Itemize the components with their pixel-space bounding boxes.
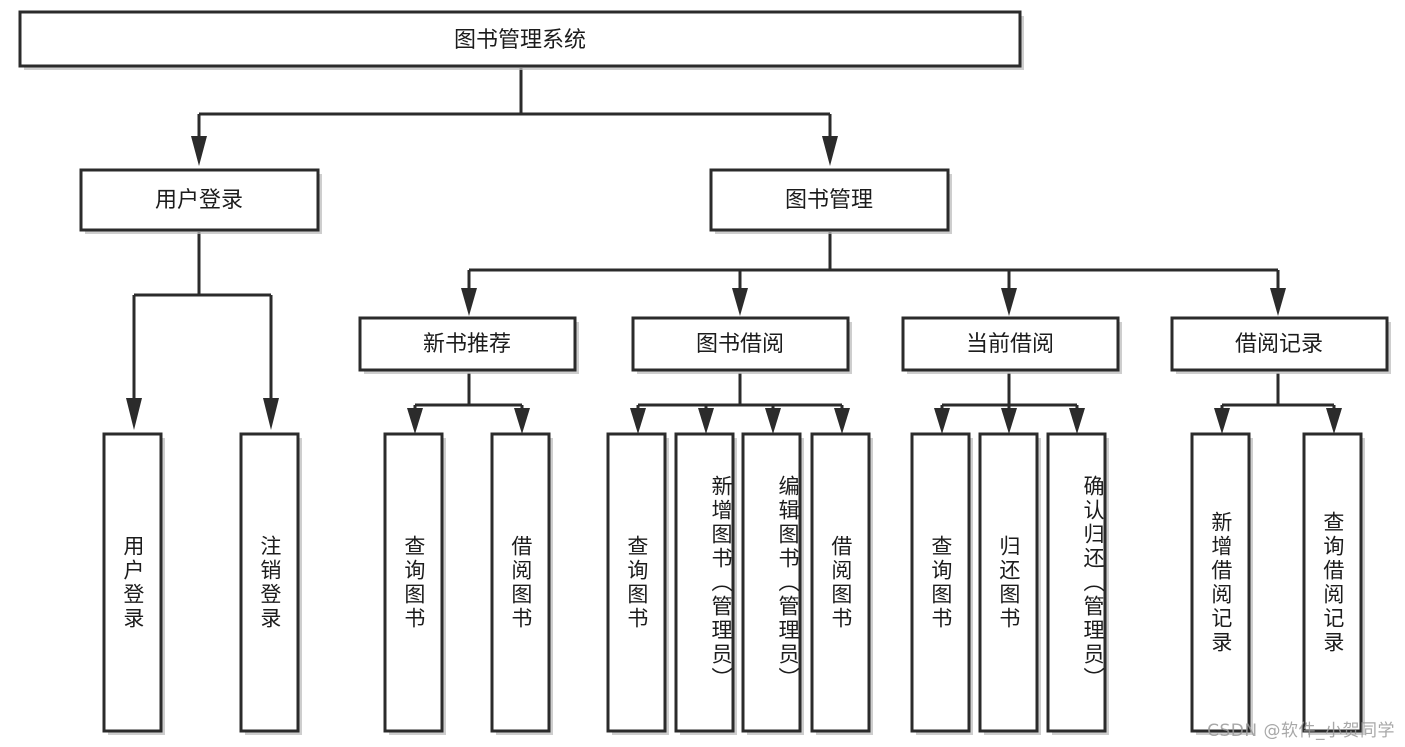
arrowhead-leaf-logout	[263, 398, 279, 430]
current-borrow-label: 当前借阅	[966, 332, 1054, 357]
node-new-book-recommend[interactable]: 新书推荐	[358, 316, 579, 374]
connector-group-newbook-to-leaves	[407, 373, 530, 434]
user-login-box	[79, 168, 320, 232]
connector-group-userlogin-to-leaves	[126, 232, 279, 430]
leaf-box-bb-borrow[interactable]	[810, 432, 871, 733]
node-book-manage[interactable]: 图书管理	[709, 168, 952, 234]
arrowhead-leaf-bb-borrow	[834, 408, 850, 434]
arrowhead-leaf-cb-return	[1001, 408, 1017, 434]
leaf-boxes-new-book	[383, 432, 553, 735]
arrowhead-leaf-br-query	[1326, 408, 1342, 434]
arrowhead-borrow-records	[1270, 288, 1286, 316]
arrowhead-new-book	[461, 288, 477, 316]
leaf-box-br-query[interactable]	[1302, 432, 1363, 733]
connector-group-bookborrow-to-leaves	[630, 373, 850, 434]
node-root-system[interactable]: 图书管理系统	[18, 10, 1024, 70]
root-label: 图书管理系统	[454, 28, 586, 53]
leaf-box-bb-query[interactable]	[606, 432, 667, 733]
arrowhead-leaf-bb-edit	[765, 408, 781, 434]
book-manage-label: 图书管理	[785, 188, 873, 213]
arrowhead-leaf-bb-add	[698, 408, 714, 434]
node-user-login[interactable]: 用户登录	[79, 168, 322, 234]
leaf-box-br-add[interactable]	[1190, 432, 1251, 733]
arrowhead-user-login	[191, 136, 207, 166]
node-book-borrow[interactable]: 图书借阅	[631, 316, 852, 374]
connector-group-currentborrow-to-leaves	[934, 373, 1085, 434]
arrowhead-current-borrow	[1001, 288, 1017, 316]
arrowhead-book-borrow	[732, 288, 748, 316]
arrowhead-leaf-user-login	[126, 398, 142, 430]
leaf-box-nb-borrow[interactable]	[490, 432, 551, 733]
leaf-boxes-current-borrow	[910, 432, 1109, 735]
arrowhead-leaf-bb-query	[630, 408, 646, 434]
book-borrow-box	[631, 316, 850, 372]
leaf-box-user-login[interactable]	[102, 432, 163, 733]
arrowhead-leaf-cb-confirm	[1069, 408, 1085, 434]
user-login-label: 用户登录	[155, 188, 243, 213]
leaf-box-cb-return[interactable]	[978, 432, 1039, 733]
root-box	[18, 10, 1022, 68]
current-borrow-box	[901, 316, 1120, 372]
arrowhead-leaf-nb-borrow	[514, 408, 530, 434]
arrowhead-book-manage	[822, 136, 838, 166]
leaf-boxes-user-login	[102, 432, 302, 735]
node-borrow-records[interactable]: 借阅记录	[1170, 316, 1391, 374]
connector-group-root-to-level2	[191, 68, 838, 166]
borrow-records-label: 借阅记录	[1235, 332, 1323, 357]
connector-group-bookmanage-to-level3	[461, 232, 1286, 316]
leaf-box-bb-add[interactable]	[674, 432, 735, 733]
leaf-box-bb-edit[interactable]	[741, 432, 802, 733]
arrowhead-leaf-nb-query	[407, 408, 423, 434]
leaf-boxes-book-borrow	[606, 432, 873, 735]
leaf-box-logout[interactable]	[239, 432, 300, 733]
new-book-label: 新书推荐	[423, 332, 511, 357]
borrow-records-box	[1170, 316, 1389, 372]
arrowhead-leaf-br-add	[1214, 408, 1230, 434]
new-book-box	[358, 316, 577, 372]
arrowhead-leaf-cb-query	[934, 408, 950, 434]
book-borrow-label: 图书借阅	[696, 332, 784, 357]
leaf-boxes-borrow-records	[1190, 432, 1365, 735]
csdn-watermark: CSDN @软件_小贺同学	[1207, 721, 1395, 741]
leaf-box-cb-confirm[interactable]	[1046, 432, 1107, 733]
leaf-box-nb-query[interactable]	[383, 432, 444, 733]
leaf-box-cb-query[interactable]	[910, 432, 971, 733]
book-manage-box	[709, 168, 950, 232]
node-current-borrow[interactable]: 当前借阅	[901, 316, 1122, 374]
connector-group-borrowrecords-to-leaves	[1214, 373, 1342, 434]
